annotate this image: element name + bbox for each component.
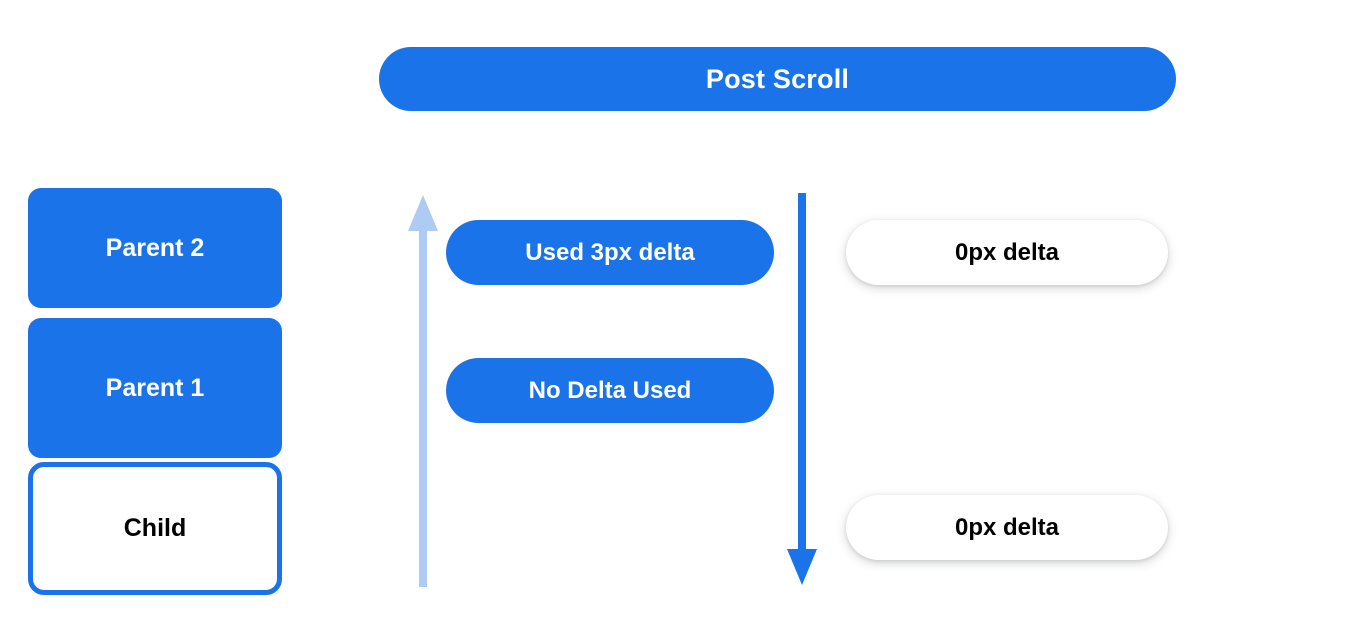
box-parent-1-label: Parent 1 [105, 373, 205, 402]
header-title: Post Scroll [705, 63, 850, 94]
arrow-up-icon [408, 195, 438, 587]
box-parent-2: Parent 2 [28, 188, 282, 308]
pill-zero-delta-bottom: 0px delta [846, 495, 1168, 560]
pill-used-delta-label: Used 3px delta [525, 238, 695, 266]
pill-zero-delta-top-label: 0px delta [954, 238, 1060, 266]
box-parent-1: Parent 1 [28, 318, 282, 458]
pill-no-delta-used: No Delta Used [446, 358, 774, 423]
post-scroll-header: Post Scroll [379, 47, 1176, 111]
arrow-down-icon [787, 193, 817, 585]
pill-used-delta: Used 3px delta [446, 220, 774, 285]
box-parent-2-label: Parent 2 [105, 233, 205, 262]
pill-zero-delta-top: 0px delta [846, 220, 1168, 285]
pill-no-delta-used-label: No Delta Used [528, 376, 692, 404]
box-child: Child [28, 462, 282, 595]
box-child-label: Child [123, 514, 187, 542]
pill-zero-delta-bottom-label: 0px delta [954, 513, 1060, 541]
